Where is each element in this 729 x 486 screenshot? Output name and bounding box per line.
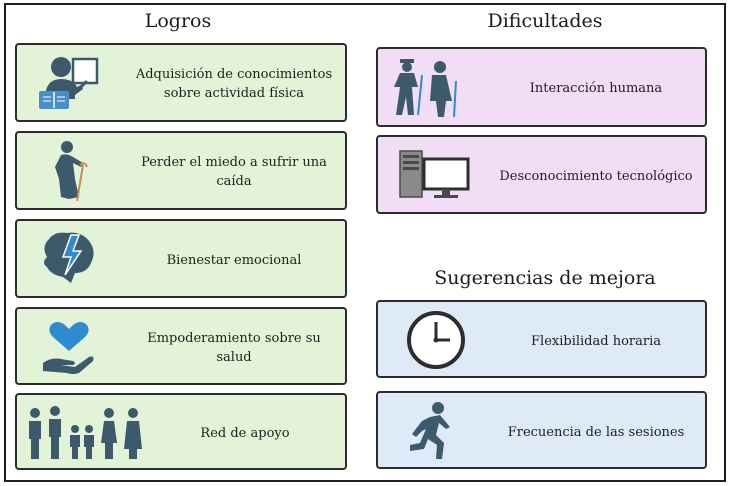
sugerencias-card-1: Flexibilidad horaria <box>376 300 707 378</box>
dificultades-card-1: Interacción humana <box>376 47 707 127</box>
family-group-icon <box>29 406 142 459</box>
logros-card-3: Bienestar emocional <box>15 219 347 298</box>
logros-heading: Logros <box>144 10 212 32</box>
heart-in-hand-icon <box>43 322 94 374</box>
dificultades-label-2: Desconocimiento tecnológico <box>499 169 693 184</box>
teacher-icon <box>39 57 99 109</box>
logros-card-1: Adquisición de conocimientos sobre activ… <box>15 43 347 122</box>
elderly-woman-cane-icon <box>55 141 88 202</box>
logros-card-4: Empoderamiento sobre su salud <box>15 307 347 385</box>
sugerencias-label-1: Flexibilidad horaria <box>531 334 661 349</box>
sugerencias-heading: Sugerencias de mejora <box>434 267 656 289</box>
brain-lightning-icon <box>44 232 94 283</box>
dificultades-card-2: Desconocimiento tecnológico <box>376 135 707 214</box>
logros-label-2: Perder el miedo a sufrir una caída <box>141 155 327 189</box>
logros-label-4: Empoderamiento sobre su salud <box>147 331 321 365</box>
elderly-couple-icon <box>394 59 457 118</box>
running-person-icon <box>410 402 450 459</box>
sugerencias-label-2: Frecuencia de las sesiones <box>507 425 685 440</box>
dificultades-heading: Dificultades <box>487 10 603 32</box>
dificultades-label-1: Interacción humana <box>529 81 663 96</box>
logros-label-1: Adquisición de conocimientos sobre activ… <box>135 67 333 101</box>
logros-label-3: Bienestar emocional <box>166 253 302 268</box>
sugerencias-card-2: Frecuencia de las sesiones <box>376 391 707 469</box>
clock-icon <box>407 311 465 369</box>
logros-card-5: Red de apoyo <box>15 393 347 470</box>
logros-label-5: Red de apoyo <box>200 426 290 441</box>
logros-card-2: Perder el miedo a sufrir una caída <box>15 131 347 210</box>
desktop-computer-icon <box>399 150 470 198</box>
